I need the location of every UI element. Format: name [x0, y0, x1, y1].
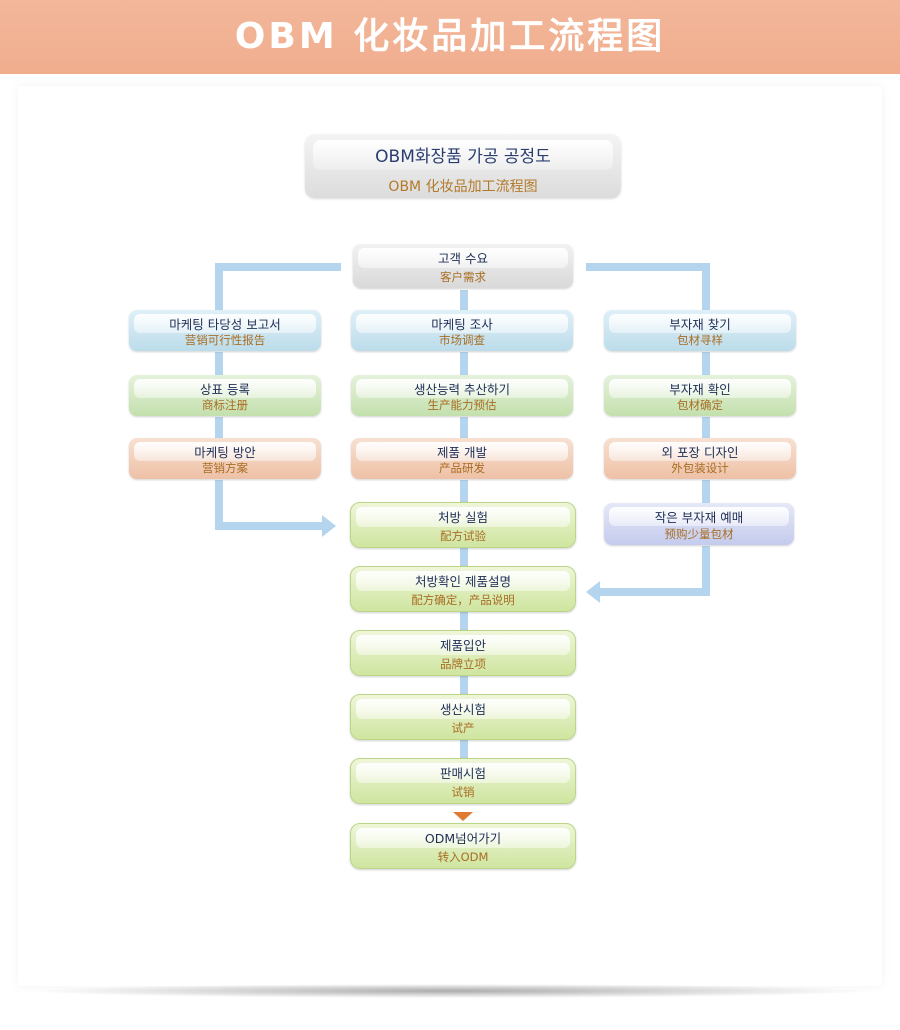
- connector-center-7: [460, 676, 468, 695]
- connector-left-vertical-1: [215, 352, 223, 375]
- node-label-cn: 营销可行性报告: [184, 333, 266, 347]
- connector-center-3: [460, 417, 468, 438]
- node-material-preorder: 작은 부자재 예매 预购少量包材: [604, 503, 794, 545]
- node-trademark-registration: 상표 등록 商标注册: [129, 375, 321, 416]
- connector-right-vertical-1: [702, 352, 710, 375]
- node-label-ko: 생산시험: [439, 702, 486, 717]
- node-customer-demand: 고객 수요 客户需求: [353, 244, 573, 288]
- node-label-cn: 客户需求: [440, 270, 486, 284]
- node-label-cn: 转入ODM: [437, 850, 489, 864]
- connector-left-vertical-lower: [215, 480, 223, 530]
- node-market-research: 마케팅 조사 市场调查: [351, 310, 573, 351]
- diagram-title-box: [305, 134, 621, 198]
- node-label-cn: 外包装设计: [671, 461, 729, 475]
- node-capacity-estimate: 생산능력 추산하기 生产能力预估: [351, 375, 573, 416]
- node-label-ko: 외 포장 디자인: [661, 445, 739, 460]
- node-label-ko: 부자재 확인: [669, 382, 731, 397]
- node-label-ko: 상표 등록: [200, 382, 250, 397]
- connector-right-vertical-3: [702, 480, 710, 503]
- header-banner: [0, 0, 900, 74]
- node-label-ko: 작은 부자재 예매: [654, 510, 744, 525]
- connector-left-vertical-upper: [215, 263, 223, 310]
- node-label-cn: 包材寻样: [677, 333, 723, 347]
- node-label-cn: 试产: [451, 721, 475, 735]
- node-label-ko: 처방확인 제품설명: [415, 574, 511, 589]
- arrow-to-formula-test-icon: [322, 515, 336, 537]
- node-label-ko: 마케팅 방안: [194, 445, 256, 460]
- connector-left-top: [215, 263, 341, 271]
- node-label-cn: 生产能力预估: [427, 398, 497, 412]
- diagram-title-highlight: [313, 140, 613, 170]
- node-label-cn: 产品研发: [439, 461, 485, 475]
- node-label-ko: 부자재 찾기: [669, 317, 731, 332]
- node-label-ko: 마케팅 타당성 보고서: [169, 317, 281, 332]
- node-label-ko: 고객 수요: [438, 251, 488, 266]
- node-package-design: 외 포장 디자인 外包装设计: [604, 438, 796, 479]
- node-trial-sales: 판매시험 试销: [350, 758, 576, 804]
- connector-center-1: [460, 290, 468, 310]
- node-product-launch: 제품입안 品牌立项: [350, 630, 576, 676]
- arrow-to-odm-icon: [453, 812, 473, 821]
- diagram-title-korean: OBM화장품 가공 공정도: [375, 147, 551, 167]
- node-product-development: 제품 개발 产品研发: [351, 438, 573, 479]
- node-label-cn: 预购少量包材: [664, 527, 734, 541]
- node-material-confirm: 부자재 확인 包材确定: [604, 375, 796, 416]
- node-odm-transfer: ODM넘어가기 转入ODM: [350, 823, 576, 869]
- node-formula-confirm: 처방확인 제품설명 配方确定，产品说明: [350, 566, 576, 612]
- node-label-cn: 营销方案: [202, 461, 248, 475]
- node-label-ko: ODM넘어가기: [424, 831, 502, 846]
- node-formula-test: 처방 실험 配方试验: [350, 502, 576, 548]
- connector-right-vertical-lower: [702, 546, 710, 596]
- node-marketing-feasibility: 마케팅 타당성 보고서 营销可行性报告: [129, 310, 321, 351]
- node-label-ko: 처방 실험: [438, 510, 488, 525]
- node-label-cn: 配方确定，产品说明: [411, 593, 515, 607]
- node-label-ko: 제품 개발: [437, 445, 487, 460]
- node-label-cn: 商标注册: [202, 398, 248, 412]
- node-label-cn: 市场调查: [439, 333, 485, 347]
- connector-right-top: [586, 263, 710, 271]
- connector-left-bottom: [215, 522, 323, 530]
- connector-center-5: [460, 548, 468, 567]
- node-label-cn: 配方试验: [440, 529, 486, 543]
- node-label-ko: 마케팅 조사: [431, 317, 493, 332]
- connector-right-vertical-upper: [702, 263, 710, 310]
- page-title: OBM 化妆品加工流程图: [234, 16, 666, 57]
- node-label-ko: 판매시험: [439, 766, 486, 781]
- node-label-ko: 생산능력 추산하기: [414, 382, 510, 397]
- frame-bottom-shadow: [40, 984, 860, 998]
- connector-center-8: [460, 740, 468, 759]
- connector-center-2: [460, 352, 468, 375]
- node-label-cn: 包材确定: [677, 398, 723, 412]
- connector-left-vertical-2: [215, 417, 223, 438]
- node-trial-production: 생산시험 试产: [350, 694, 576, 740]
- node-material-search: 부자재 찾기 包材寻样: [604, 310, 796, 351]
- arrow-to-formula-confirm-icon: [586, 581, 600, 603]
- connector-right-vertical-2: [702, 417, 710, 438]
- diagram-title-chinese: OBM 化妆品加工流程图: [388, 179, 538, 195]
- node-label-cn: 品牌立项: [440, 657, 486, 671]
- node-label-ko: 제품입안: [439, 638, 486, 653]
- connector-center-6: [460, 612, 468, 631]
- node-label-cn: 试销: [451, 785, 475, 799]
- connector-right-bottom: [600, 588, 710, 596]
- connector-center-4: [460, 480, 468, 503]
- node-marketing-plan: 마케팅 방안 营销方案: [129, 438, 321, 479]
